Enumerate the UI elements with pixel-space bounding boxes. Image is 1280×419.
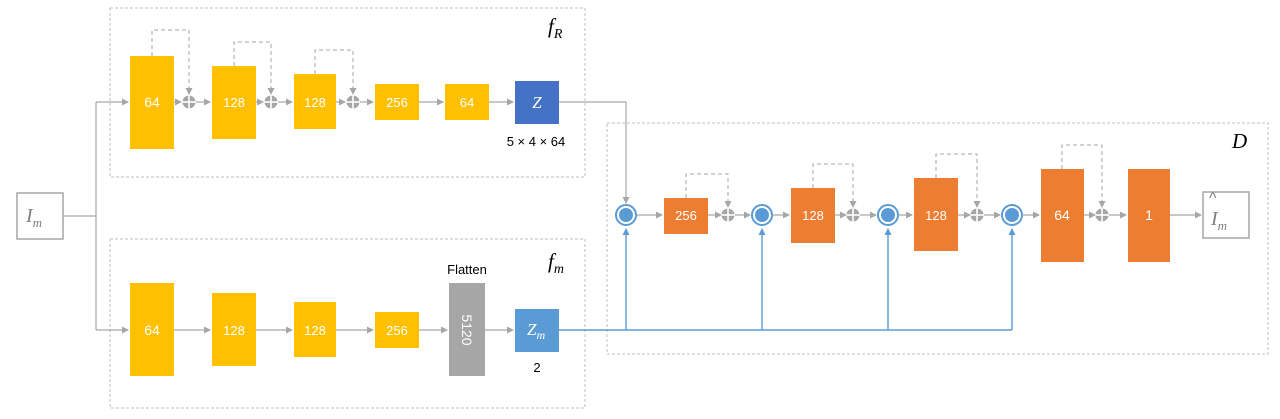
fm-block-3-label: 128 (304, 323, 326, 338)
decoder-block-5 (1128, 169, 1170, 262)
decoder-block-4-label: 64 (1054, 207, 1070, 223)
add-icon (263, 94, 279, 110)
fR-block-5 (445, 84, 489, 120)
skip-connection-3 (314, 49, 357, 95)
fm-latent-zm-label: Zm (527, 320, 545, 342)
fR-latent-z-dims: 5 × 4 × 64 (507, 134, 566, 149)
decoder-block-3 (914, 178, 958, 251)
decoder-block-3-label: 128 (925, 208, 947, 223)
add-icon (1094, 207, 1110, 223)
decoder-block-2-label: 128 (802, 208, 824, 223)
concat-icon (751, 204, 773, 226)
fm-block-4 (375, 312, 419, 348)
decoder-block-4 (1041, 169, 1084, 262)
flatten-block-label: 5120 (459, 314, 475, 345)
decoder-skip-1 (685, 173, 732, 208)
decoder-module-box (606, 122, 1269, 355)
add-icon (181, 94, 197, 110)
flatten-block (449, 283, 485, 376)
decoder-skip-4 (1061, 144, 1106, 208)
fm-block-2 (212, 293, 256, 366)
decoder-skip-3 (935, 153, 981, 208)
flatten-caption: Flatten (447, 262, 487, 277)
concat-icon (1001, 204, 1023, 226)
add-icon (969, 207, 985, 223)
z-to-decoder-arrow (559, 101, 630, 204)
add-icon (720, 207, 736, 223)
skip-connection-2 (233, 41, 275, 95)
output-image-box (1202, 191, 1250, 239)
decoder-block-1-label: 256 (675, 208, 697, 223)
output-image-hat: ^ (1209, 190, 1217, 207)
fm-module-box (109, 238, 586, 409)
fR-block-2-label: 128 (223, 95, 245, 110)
input-image-label: Im (25, 205, 42, 230)
decoder-skip-2 (812, 163, 857, 208)
fm-latent-zm-dims: 2 (533, 360, 540, 375)
fm-block-3 (294, 302, 336, 357)
fm-block-1-label: 64 (144, 322, 160, 338)
fm-title: fm (548, 249, 564, 277)
concat-icon (615, 204, 637, 226)
fR-block-5-label: 64 (460, 95, 474, 110)
decoder-block-2 (791, 188, 835, 243)
fm-block-1 (130, 283, 174, 376)
skip-connection-1 (151, 29, 193, 95)
fm-block-2-label: 128 (223, 323, 245, 338)
fR-block-1-label: 64 (144, 94, 160, 110)
add-icon (345, 94, 361, 110)
fm-block-4-label: 256 (386, 323, 408, 338)
add-icon (845, 207, 861, 223)
output-image-label: Im (1210, 208, 1227, 233)
concat-icon (877, 204, 899, 226)
fm-latent-zm (515, 309, 559, 352)
fR-latent-z (515, 81, 559, 124)
fR-block-4 (375, 84, 419, 120)
decoder-title: D (1231, 129, 1247, 153)
fR-block-2 (212, 66, 256, 139)
fR-block-4-label: 256 (386, 95, 408, 110)
fR-latent-z-label: Z (532, 93, 542, 112)
fR-block-3 (294, 74, 336, 129)
fR-module-box (109, 7, 586, 178)
fR-block-1 (130, 56, 174, 149)
fR-title: fR (548, 14, 563, 42)
decoder-block-5-label: 1 (1145, 207, 1153, 223)
decoder-block-1 (664, 198, 708, 234)
fR-block-3-label: 128 (304, 95, 326, 110)
